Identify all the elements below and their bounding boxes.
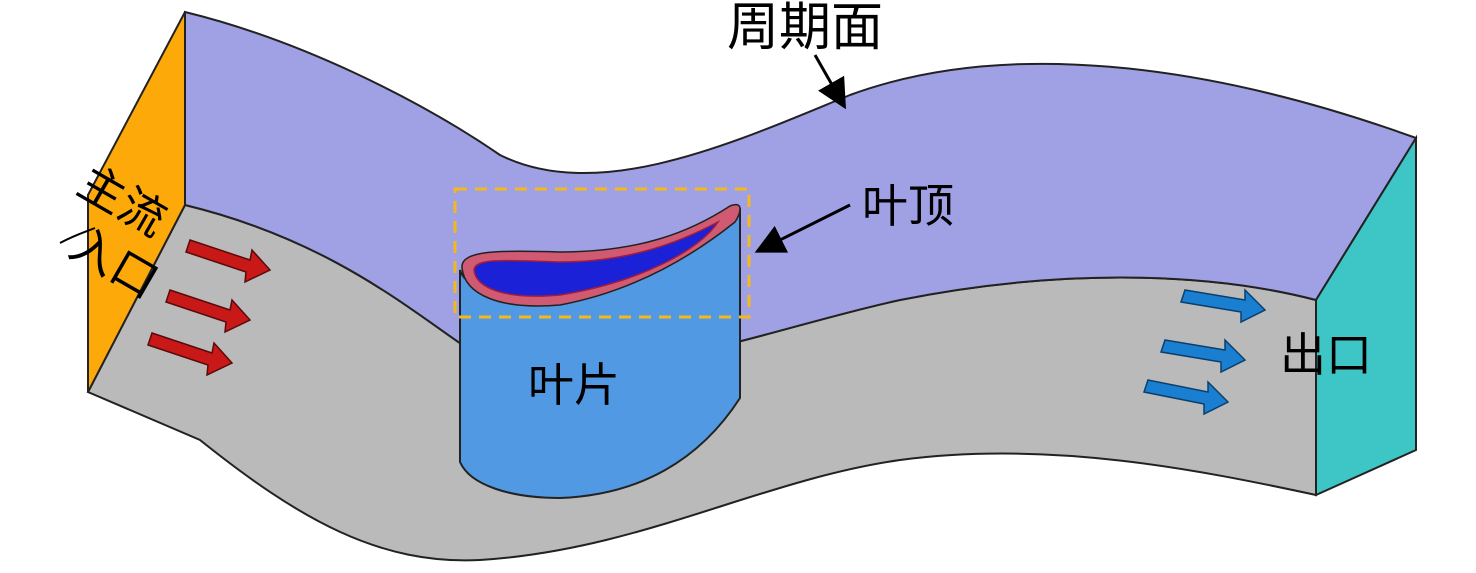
tip-highlight-box [453,187,751,319]
blade-tip-label: 叶顶 [862,179,954,233]
blade-label: 叶片 [528,358,620,412]
outlet-arrows [1143,288,1267,416]
inlet-arrow [185,239,272,284]
inlet-arrows [147,239,272,377]
inlet-arrow [147,332,234,377]
periodic-surface-label: 周期面 [727,0,884,58]
outlet-label: 出口 [1280,328,1372,382]
outlet-arrow [1180,288,1267,324]
inlet-face [87,11,186,393]
inlet-label-tick [59,227,96,244]
outlet-arrow [1160,338,1247,374]
periodic-surface-leader [813,54,846,110]
outlet-face [1315,134,1417,497]
inlet-arrow [165,289,252,334]
blade-tip-cavity [473,220,721,297]
outlet-arrow [1143,379,1230,416]
blade-tip-leader [754,203,851,253]
